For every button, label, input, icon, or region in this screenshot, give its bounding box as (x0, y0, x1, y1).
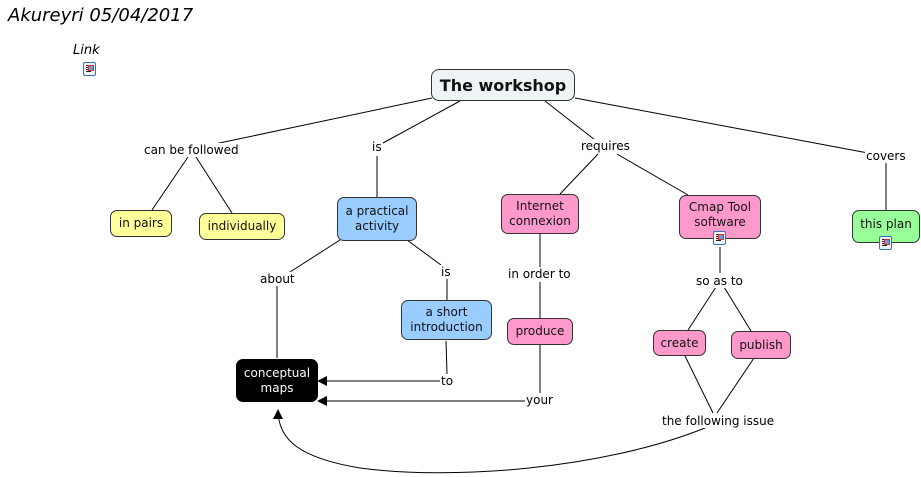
concept-create[interactable]: create (653, 330, 706, 356)
link-phrase-covers[interactable]: covers (865, 149, 907, 163)
concept-label: Cmap Tool software (688, 200, 752, 229)
concept-in-pairs[interactable]: in pairs (110, 210, 172, 237)
edge-root-covers (574, 97, 869, 154)
link-phrase-is-2[interactable]: is (440, 265, 452, 279)
concept-label: a practical activity (345, 204, 409, 233)
map-title: Akureyri 05/04/2017 (8, 5, 194, 26)
concept-label: in pairs (118, 216, 164, 230)
concept-produce[interactable]: produce (507, 318, 573, 345)
concept-label: Internet connexion (509, 199, 571, 228)
document-resource-icon[interactable] (879, 236, 892, 250)
document-resource-icon[interactable] (713, 231, 726, 245)
concept-conceptual-maps[interactable]: conceptual maps (236, 359, 318, 402)
concept-cmap-tool-software[interactable]: Cmap Tool software (679, 195, 761, 239)
link-phrase-about[interactable]: about (259, 272, 296, 286)
concept-label: publish (739, 337, 783, 352)
concept-the-workshop[interactable]: The workshop (431, 69, 575, 101)
edge-root-is (382, 100, 461, 144)
concept-short-introduction[interactable]: a short introduction (401, 300, 492, 340)
edge-root-can-be-followed (209, 97, 433, 146)
concept-label: The workshop (439, 75, 567, 95)
concept-label: conceptual maps (243, 365, 311, 395)
link-phrase-following-issue[interactable]: the following issue (661, 414, 776, 428)
edge-root-requires (544, 100, 596, 141)
concept-label: a short introduction (410, 305, 483, 334)
concept-label: individually (207, 219, 277, 233)
concept-publish[interactable]: publish (731, 331, 791, 359)
link-label: Link (73, 43, 100, 58)
concept-internet-connexion[interactable]: Internet connexion (501, 194, 579, 234)
link-phrase-requires[interactable]: requires (580, 139, 631, 153)
concept-individually[interactable]: individually (199, 213, 285, 240)
link-phrase-in-order-to[interactable]: in order to (507, 267, 572, 281)
link-phrase-is[interactable]: is (371, 140, 383, 154)
link-phrase-to[interactable]: to (440, 374, 455, 388)
document-resource-icon[interactable] (83, 62, 96, 76)
concept-label: produce (515, 324, 565, 338)
link-phrase-so-as-to[interactable]: so as to (695, 274, 744, 288)
link-phrase-your[interactable]: your (525, 393, 554, 407)
concept-practical-activity[interactable]: a practical activity (337, 197, 417, 241)
concept-label: this plan (860, 217, 912, 231)
link-phrase-can-be-followed[interactable]: can be followed (143, 143, 240, 157)
concept-label: create (660, 335, 699, 350)
